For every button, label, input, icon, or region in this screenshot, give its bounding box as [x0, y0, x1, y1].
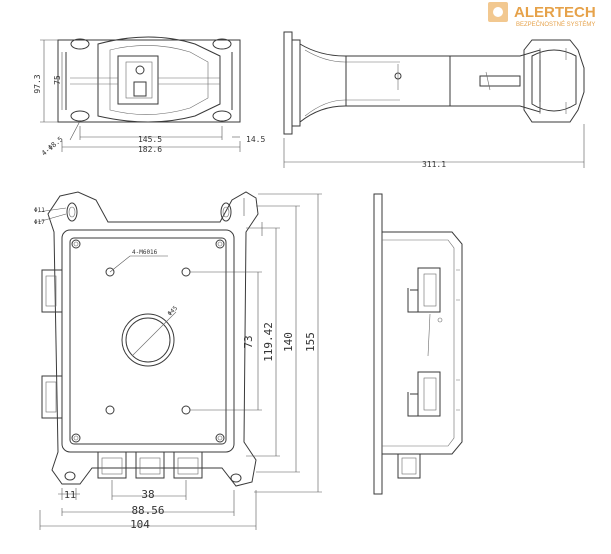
- right-side-view: [373, 193, 463, 495]
- side-bracket-view: [283, 31, 585, 135]
- logo-tagline: BEZPEČNOSTNÉ SYSTÉMY: [516, 21, 595, 28]
- front-view-dimensions: Φ11 Φ17 4-M6016 Φ45 73 119.42 140 155 11…: [34, 193, 322, 531]
- dim-145-5: 145.5: [138, 135, 162, 144]
- dim-hole-8-5: 4-Φ8.5: [40, 135, 65, 157]
- dim-11: 11: [64, 490, 76, 501]
- dim-phi-11: Φ11: [34, 207, 45, 214]
- dim-97-3: 97.3: [33, 74, 42, 93]
- dim-14-5: 14.5: [246, 135, 265, 144]
- dim-119-42: 119.42: [262, 322, 275, 362]
- dim-38: 38: [141, 488, 154, 501]
- dim-75: 75: [53, 75, 62, 85]
- dim-311-1: 311.1: [422, 160, 446, 169]
- top-view-dimensions: 97.3 75 145.5 182.6 14.5 4-Φ8.5: [33, 39, 265, 158]
- dim-182-6: 182.6: [138, 145, 162, 154]
- dim-thread-m6: 4-M6016: [132, 249, 158, 256]
- front-view-box: [41, 191, 259, 487]
- dim-phi-17: Φ17: [34, 219, 45, 226]
- side-bracket-dimensions: 311.1: [283, 124, 585, 169]
- top-view-plate: [57, 36, 241, 123]
- dim-140: 140: [282, 332, 295, 352]
- dim-88-56: 88.56: [131, 504, 164, 517]
- dim-104: 104: [130, 518, 150, 531]
- dim-73: 73: [242, 335, 255, 348]
- dim-155: 155: [304, 332, 317, 352]
- alertech-logo: ALERTECH BEZPEČNOSTNÉ SYSTÉMY: [488, 2, 596, 28]
- dim-phi-45: Φ45: [166, 305, 179, 318]
- logo-name: ALERTECH: [514, 4, 596, 21]
